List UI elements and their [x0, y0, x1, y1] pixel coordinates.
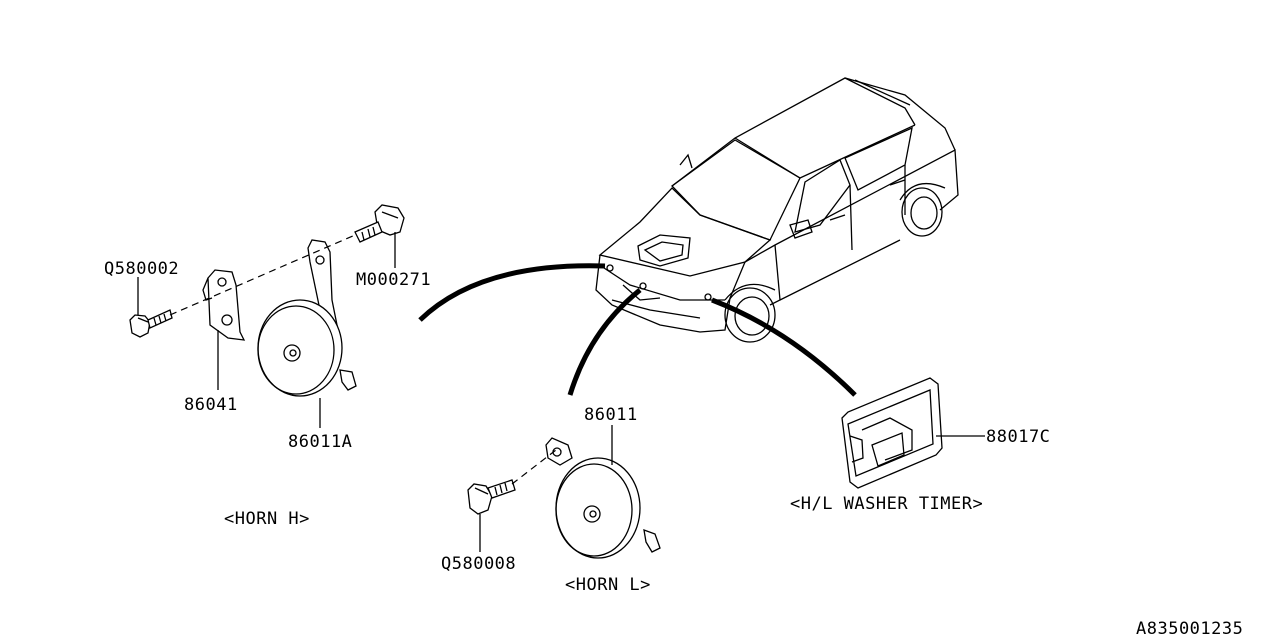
- horn-l-assembly: [467, 437, 661, 559]
- label-86041: 86041: [184, 395, 238, 415]
- connector-horn-h: [418, 263, 606, 322]
- label-86011a: 86011A: [288, 432, 352, 452]
- horn-h-assembly: [129, 204, 405, 397]
- group-horn-h: <HORN H>: [224, 509, 310, 529]
- leader-lines: [137, 232, 985, 552]
- washer-timer-88017c: [841, 377, 943, 489]
- horn-86011: [555, 457, 661, 559]
- car-illustration: [595, 77, 959, 343]
- group-horn-l: <HORN L>: [565, 575, 651, 595]
- group-washer-timer: <H/L WASHER TIMER>: [790, 494, 983, 514]
- bracket-86041: [202, 269, 246, 341]
- connector-washer-timer: [711, 297, 857, 397]
- label-q580002: Q580002: [104, 259, 179, 279]
- label-86011: 86011: [584, 405, 638, 425]
- label-88017c: 88017C: [986, 427, 1050, 447]
- label-q580008: Q580008: [441, 554, 516, 574]
- connector-horn-l: [567, 288, 642, 396]
- bolt-m000271: [354, 204, 405, 243]
- horn-86011a: [257, 299, 357, 397]
- bolt-q580002: [129, 309, 173, 338]
- diagram-id: A835001235: [1136, 619, 1243, 639]
- label-m000271: M000271: [356, 270, 431, 290]
- bolt-q580008: [467, 479, 516, 515]
